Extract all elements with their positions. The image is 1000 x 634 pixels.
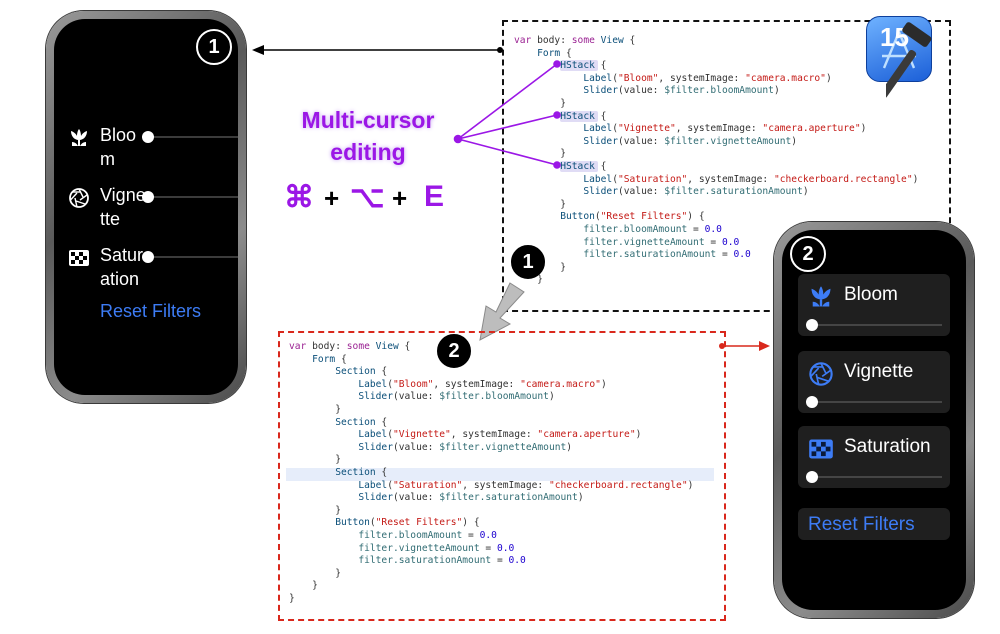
slider-thumb[interactable] (142, 131, 154, 143)
code-line-after: var body: some View { (289, 341, 411, 352)
cursor-selection (560, 111, 598, 122)
vignette-section: Vignette (798, 351, 950, 413)
checkerboard-rectangle-icon (809, 439, 833, 459)
code-line-after: } (289, 454, 341, 466)
current-line-highlight (286, 468, 714, 481)
slider-label: Bloom (844, 284, 898, 305)
checkerboard-rectangle-icon (69, 250, 89, 266)
code-line-after: filter.bloomAmount = 0.0 (358, 530, 497, 541)
slider-thumb[interactable] (806, 471, 818, 483)
code-line-before: } (514, 98, 566, 109)
code-line-before: } (514, 274, 543, 286)
code-line-after: Section { (335, 467, 388, 478)
slider-thumb[interactable] (142, 251, 154, 263)
cursor-selection (560, 60, 598, 71)
code-line-before: Button("Reset Filters") { (560, 211, 705, 223)
code-line-before: } (560, 261, 566, 273)
code-line-after: Section { (335, 416, 388, 428)
code-line-before: filter.bloomAmount = 0.0 (583, 224, 722, 235)
camera-macro-icon (71, 129, 87, 146)
watch-screen: 1 Bloom Vignette (54, 19, 238, 395)
plus-sign: + (324, 183, 340, 213)
slider-track[interactable] (148, 256, 238, 258)
arrow-to-watch2 (719, 341, 770, 351)
code-line-before: Label("Bloom", systemImage: "camera.macr… (583, 72, 832, 84)
watch-preview-section: 2 Bloom Vignette (774, 222, 974, 618)
reset-filters-button[interactable]: Reset Filters (798, 508, 950, 540)
code-line-after: Slider(value: $filter.saturationAmount) (358, 492, 584, 504)
command-key-icon: ⌘ (284, 181, 314, 214)
slider-label: Saturation (844, 436, 931, 457)
camera-aperture-icon (809, 362, 833, 386)
code-line-after: } (289, 404, 341, 415)
slider-thumb[interactable] (806, 319, 818, 331)
bloom-section: Bloom (798, 274, 950, 336)
step-one-badge: 1 (511, 245, 545, 279)
code-line-after: Label("Vignette", systemImage: "camera.a… (358, 429, 642, 441)
code-line-before: } (514, 148, 566, 160)
code-line-after: } (289, 580, 318, 592)
code-line-before: Slider(value: $filter.saturationAmount) (583, 186, 809, 198)
slider-track[interactable] (148, 136, 238, 138)
code-line-after: Section { (335, 366, 388, 378)
code-line-before: var body: some View { (514, 35, 636, 46)
saturation-section: Saturation (798, 426, 950, 488)
code-line-before: Form { (537, 47, 572, 59)
slider-label: Vignette (100, 185, 146, 229)
code-line-before: Slider(value: $filter.vignetteAmount) (583, 135, 798, 147)
plus-sign: + (392, 183, 408, 213)
camera-macro-icon (811, 286, 831, 307)
hammer-icon (886, 22, 932, 99)
xcode-app-icon: 15 (866, 14, 942, 106)
code-line-after: filter.saturationAmount = 0.0 (358, 555, 526, 567)
code-line-after: Form { (312, 353, 347, 365)
code-line-before: Slider(value: $filter.bloomAmount) (583, 85, 780, 97)
code-line-before: Label("Saturation", systemImage: "checke… (583, 173, 919, 185)
bloom-row: Bloom (68, 123, 238, 177)
code-line-before: } (514, 198, 566, 210)
code-line-before: filter.vignetteAmount = 0.0 (583, 236, 740, 248)
code-line-after: Label("Bloom", systemImage: "camera.macr… (358, 378, 607, 390)
code-line-before: HStack { (560, 161, 607, 172)
code-line-after: } (289, 593, 295, 604)
slider-label: Vignette (844, 361, 914, 382)
e-key: E (424, 180, 445, 213)
cursor-selection (560, 161, 598, 172)
slider-track[interactable] (812, 324, 942, 326)
camera-aperture-icon (69, 188, 89, 208)
vignette-row: Vignette (68, 183, 238, 237)
multi-cursor-title: Multi-cursor editing (301, 107, 435, 165)
slider-track[interactable] (148, 196, 238, 198)
code-line-before: HStack { (560, 110, 607, 122)
code-line-after: filter.vignetteAmount = 0.0 (358, 542, 515, 554)
watch-screen: 2 Bloom Vignette (782, 230, 966, 610)
slider-track[interactable] (812, 401, 942, 403)
step-badge: 1 (196, 29, 232, 65)
code-line-after: } (289, 504, 341, 516)
code-line-after: Label("Saturation", systemImage: "checke… (358, 479, 694, 491)
code-line-before: HStack { (560, 60, 607, 72)
option-key-icon: ⌥ (350, 181, 385, 214)
code-line-before: filter.saturationAmount = 0.0 (583, 249, 751, 261)
code-panel-after (278, 331, 726, 621)
step-two-badge: 2 (437, 334, 471, 368)
slider-label: Saturation (100, 245, 144, 289)
code-line-after: Slider(value: $filter.bloomAmount) (358, 391, 555, 403)
step-badge: 2 (790, 236, 826, 272)
code-line-after: Button("Reset Filters") { (335, 517, 480, 529)
arrow-to-watch1 (252, 45, 503, 55)
code-panel-before (502, 20, 951, 312)
slider-thumb[interactable] (142, 191, 154, 203)
code-line-before: Label("Vignette", systemImage: "camera.a… (583, 123, 867, 135)
slider-track[interactable] (812, 476, 942, 478)
reset-filters-button[interactable]: Reset Filters (100, 301, 202, 321)
watch-preview-hstack: 1 Bloom Vignette (46, 11, 246, 403)
code-line-after: } (289, 567, 341, 579)
slider-thumb[interactable] (806, 396, 818, 408)
code-line-after: Slider(value: $filter.vignetteAmount) (358, 441, 573, 453)
slider-label: Bloom (100, 125, 137, 169)
saturation-row: Saturation (68, 243, 238, 297)
reset-filters-label: Reset Filters (808, 514, 915, 535)
